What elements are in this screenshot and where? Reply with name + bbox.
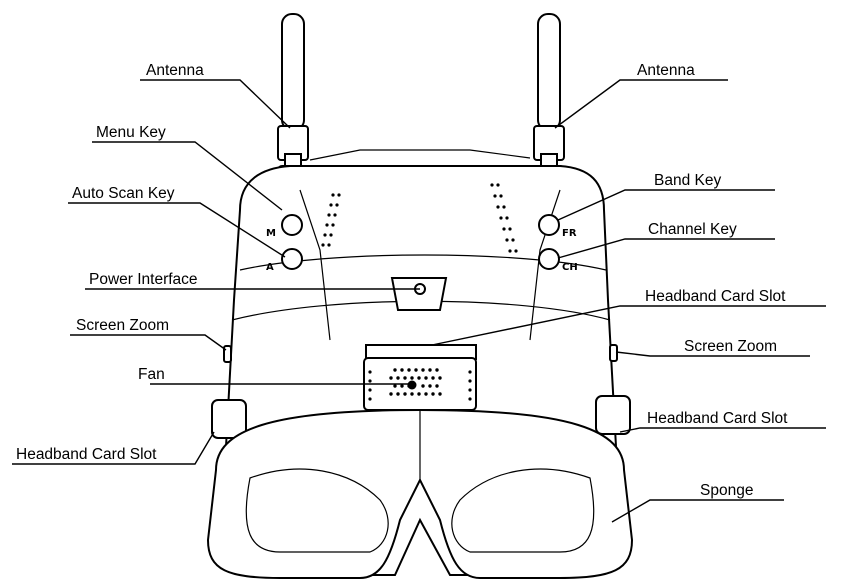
- headband-slot-left-bracket: [211, 399, 247, 439]
- band-key-mark: FR: [562, 228, 577, 239]
- top-rim: [309, 149, 531, 161]
- label-screen-zoom-left: Screen Zoom: [76, 317, 169, 334]
- band-key-button: [538, 214, 560, 236]
- channel-key-button: [538, 248, 560, 270]
- sponge-inner-left: [245, 468, 389, 553]
- headband-card-slot-center: [365, 344, 477, 360]
- channel-key-mark: CH: [562, 262, 578, 273]
- label-screen-zoom-right: Screen Zoom: [684, 338, 777, 355]
- menu-key-mark: M: [266, 228, 276, 239]
- menu-key-button: [281, 214, 303, 236]
- face-sponge: [206, 408, 634, 579]
- label-sponge: Sponge: [700, 482, 753, 499]
- label-power-interface: Power Interface: [89, 271, 198, 288]
- label-fan: Fan: [138, 366, 165, 383]
- label-auto-scan-key: Auto Scan Key: [72, 185, 175, 202]
- headband-slot-right-bracket: [595, 395, 631, 435]
- callout-labels: Antenna Antenna Menu Key Auto Scan Key B…: [16, 62, 788, 499]
- vent-grille-left: [321, 193, 341, 247]
- front-face-lines: [231, 189, 611, 341]
- auto-scan-key-button: [281, 248, 303, 270]
- label-antenna-left: Antenna: [146, 62, 204, 79]
- label-headband-card-slot-left: Headband Card Slot: [16, 446, 157, 463]
- fan-grille: [368, 368, 472, 401]
- callout-lines: [12, 79, 826, 523]
- vent-grille-right: [490, 183, 518, 253]
- auto-scan-key-mark: A: [266, 262, 274, 273]
- label-menu-key: Menu Key: [96, 124, 166, 141]
- label-antenna-right: Antenna: [637, 62, 695, 79]
- label-band-key: Band Key: [654, 172, 721, 189]
- label-headband-card-slot-right: Headband Card Slot: [647, 410, 788, 427]
- screen-zoom-knob-right: [609, 344, 618, 362]
- label-channel-key: Channel Key: [648, 221, 737, 238]
- screen-zoom-knob-left: [223, 345, 232, 363]
- sponge-inner-right: [451, 468, 595, 553]
- label-headband-card-slot-top: Headband Card Slot: [645, 288, 786, 305]
- goggles-illustration: M A FR CH: [206, 13, 634, 579]
